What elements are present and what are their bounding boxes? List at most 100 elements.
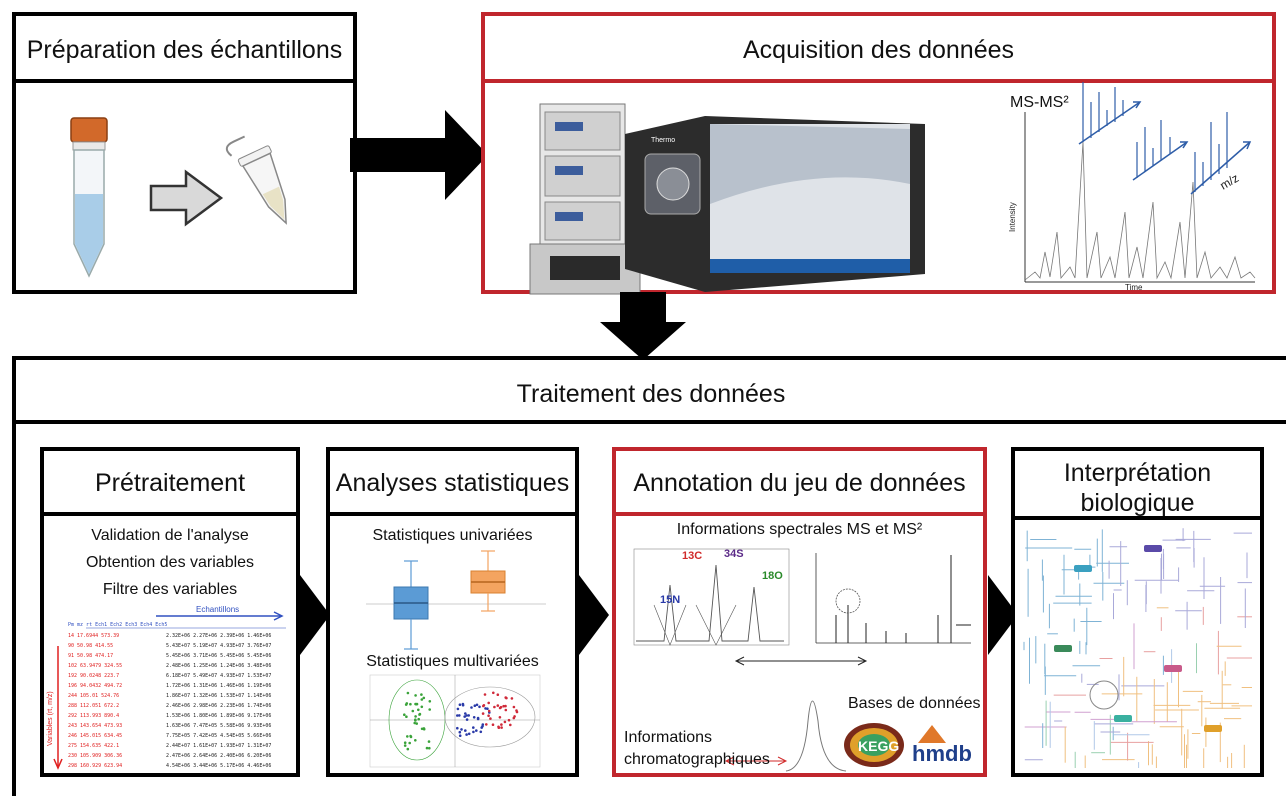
interpretation-box: Interprétation biologique bbox=[1011, 447, 1264, 777]
flow-arrow-down-icon bbox=[600, 292, 686, 360]
svg-text:244 105.01 524.76: 244 105.01 524.76 bbox=[68, 693, 119, 699]
statistiques-box: Analyses statistiques Statistiques univa… bbox=[326, 447, 579, 777]
interpretation-separator bbox=[1015, 516, 1260, 520]
scatter-point bbox=[481, 712, 485, 715]
scatter-point bbox=[428, 708, 431, 711]
scatter-point bbox=[456, 726, 459, 730]
svg-text:2.44E+07 1.61E+07 1.93E+07 1.3: 2.44E+07 1.61E+07 1.93E+07 1.31E+07 bbox=[166, 743, 271, 749]
scatter-point bbox=[414, 694, 417, 697]
svg-text:1.53E+06 1.80E+06 1.89E+06 9.1: 1.53E+06 1.80E+06 1.89E+06 9.17E+06 bbox=[166, 713, 271, 719]
statistiques-title: Analyses statistiques bbox=[335, 469, 570, 497]
chromatographic-peak-illustration bbox=[724, 656, 868, 772]
traitement-title: Traitement des données bbox=[516, 380, 786, 408]
scatter-point bbox=[465, 714, 468, 717]
svg-text:2.47E+06 2.64E+06 2.40E+06 6.2: 2.47E+06 2.64E+06 2.40E+06 6.20E+06 bbox=[166, 753, 271, 759]
isotope-spectrum-illustration: 13C 34S 15N 18O bbox=[633, 548, 790, 646]
ms2-fragment-spectrum-illustration bbox=[815, 553, 971, 644]
scatter-point bbox=[478, 705, 481, 709]
scatter-point bbox=[467, 732, 471, 736]
svg-text:1.86E+07 1.32E+06 1.53E+07 1.1: 1.86E+07 1.32E+06 1.53E+07 1.14E+06 bbox=[166, 693, 271, 699]
kegg-logo: KEGG bbox=[844, 723, 904, 767]
scatter-point bbox=[482, 704, 485, 708]
scatter-point bbox=[428, 746, 431, 750]
scatter-point bbox=[498, 716, 502, 719]
pretraitement-title: Prétraitement bbox=[94, 469, 246, 497]
scatter-point bbox=[458, 703, 462, 706]
scatter-point bbox=[420, 693, 423, 696]
svg-text:230 105.909 306.36: 230 105.909 306.36 bbox=[68, 753, 122, 759]
msms-spectrum-plot: m/z Intensity Time bbox=[1008, 82, 1256, 292]
scatter-point bbox=[414, 739, 417, 742]
svg-text:196 94.0432 494.72: 196 94.0432 494.72 bbox=[68, 683, 122, 689]
kegg-logo-text: KEGG bbox=[858, 738, 899, 754]
scatter-point bbox=[487, 714, 490, 717]
scatter-point bbox=[473, 704, 477, 707]
scatter-point bbox=[496, 693, 500, 696]
scatter-point bbox=[461, 702, 465, 706]
svg-text:2.32E+06 2.27E+06 2.39E+06 1.4: 2.32E+06 2.27E+06 2.39E+06 1.46E+06 bbox=[166, 633, 271, 639]
acquisition-box: Acquisition des données Thermo MS-MS² bbox=[481, 12, 1276, 295]
hmdb-logo: hmdb bbox=[912, 725, 972, 766]
svg-text:6.18E+07 5.49E+07 4.93E+07 1.5: 6.18E+07 5.49E+07 4.93E+07 1.53E+07 bbox=[166, 673, 271, 679]
svg-text:14 17.6944 573.39: 14 17.6944 573.39 bbox=[68, 633, 119, 639]
scatter-point bbox=[484, 707, 487, 710]
scatter-point bbox=[418, 712, 422, 716]
scatter-point bbox=[510, 697, 514, 700]
scatter-point bbox=[467, 714, 470, 717]
transfer-arrow-icon bbox=[149, 169, 224, 227]
scatter-point bbox=[464, 729, 467, 732]
variables-label: Variables (rt, m/z) bbox=[47, 691, 54, 746]
scatter-point bbox=[465, 733, 468, 736]
scatter-point bbox=[456, 714, 459, 717]
scatter-pca-illustration bbox=[369, 674, 541, 768]
flow-arrow-step1-icon bbox=[300, 575, 330, 655]
flow-arrow-step2-icon bbox=[579, 575, 609, 655]
lc-ms-instrument-illustration: Thermo bbox=[529, 103, 925, 295]
scatter-point bbox=[458, 714, 461, 717]
scatter-point bbox=[476, 717, 480, 721]
scatter-point bbox=[422, 727, 426, 730]
msms-plot-label: MS-MS² bbox=[1010, 94, 1069, 111]
multivariate-label: Statistiques multivariées bbox=[366, 653, 539, 670]
eppendorf-tube-icon bbox=[225, 135, 287, 225]
scatter-point bbox=[403, 741, 407, 744]
svg-text:1.63E+06 7.47E+05 5.58E+06 9.9: 1.63E+06 7.47E+05 5.58E+06 9.93E+06 bbox=[166, 723, 271, 729]
scatter-point bbox=[422, 696, 426, 700]
scatter-point bbox=[472, 716, 476, 719]
scatter-point bbox=[500, 723, 503, 726]
scatter-point bbox=[411, 709, 415, 713]
isotope-15n: 15N bbox=[660, 594, 680, 606]
scatter-point bbox=[414, 715, 417, 718]
preparation-title: Préparation des échantillons bbox=[26, 36, 343, 64]
instrument-brand-label: Thermo bbox=[651, 137, 675, 144]
scatter-point bbox=[420, 698, 424, 701]
mz-axis-label: m/z bbox=[1218, 171, 1242, 193]
scatter-point bbox=[475, 703, 479, 707]
scatter-point bbox=[509, 723, 512, 727]
scatter-point bbox=[496, 704, 500, 707]
scatter-point bbox=[498, 706, 502, 710]
scatter-point bbox=[427, 740, 431, 743]
scatter-point bbox=[408, 741, 411, 745]
scatter-point bbox=[483, 693, 487, 696]
boxplot-illustration bbox=[366, 550, 546, 650]
step-validation: Validation de l'analyse bbox=[91, 527, 249, 544]
step-filtre: Filtre des variables bbox=[102, 581, 238, 598]
svg-text:246 145.015 634.45: 246 145.015 634.45 bbox=[68, 733, 122, 739]
acquisition-title: Acquisition des données bbox=[742, 36, 1015, 64]
hmdb-logo-text: hmdb bbox=[912, 741, 972, 766]
svg-text:2.46E+06 2.98E+06 2.23E+06 1.7: 2.46E+06 2.98E+06 2.23E+06 1.74E+06 bbox=[166, 703, 271, 709]
svg-text:7.75E+05 7.42E+05 4.54E+05 5.6: 7.75E+05 7.42E+05 4.54E+05 5.66E+06 bbox=[166, 733, 271, 739]
scatter-point bbox=[500, 726, 503, 729]
chromato-label-line1: Informations bbox=[624, 729, 713, 746]
scatter-point bbox=[415, 722, 418, 725]
scatter-point bbox=[503, 720, 507, 724]
svg-text:5.43E+07 5.19E+07 4.93E+07 3.7: 5.43E+07 5.19E+07 4.93E+07 3.76E+07 bbox=[166, 643, 271, 649]
scatter-point bbox=[409, 734, 412, 738]
scatter-point bbox=[485, 723, 488, 726]
pretraitement-box: Prétraitement Validation de l'analyse Ob… bbox=[40, 447, 300, 777]
isotope-18o: 18O bbox=[762, 570, 783, 582]
scatter-point bbox=[465, 718, 469, 721]
svg-text:275 154.635 422.1: 275 154.635 422.1 bbox=[68, 743, 119, 749]
statistiques-separator bbox=[330, 512, 575, 516]
